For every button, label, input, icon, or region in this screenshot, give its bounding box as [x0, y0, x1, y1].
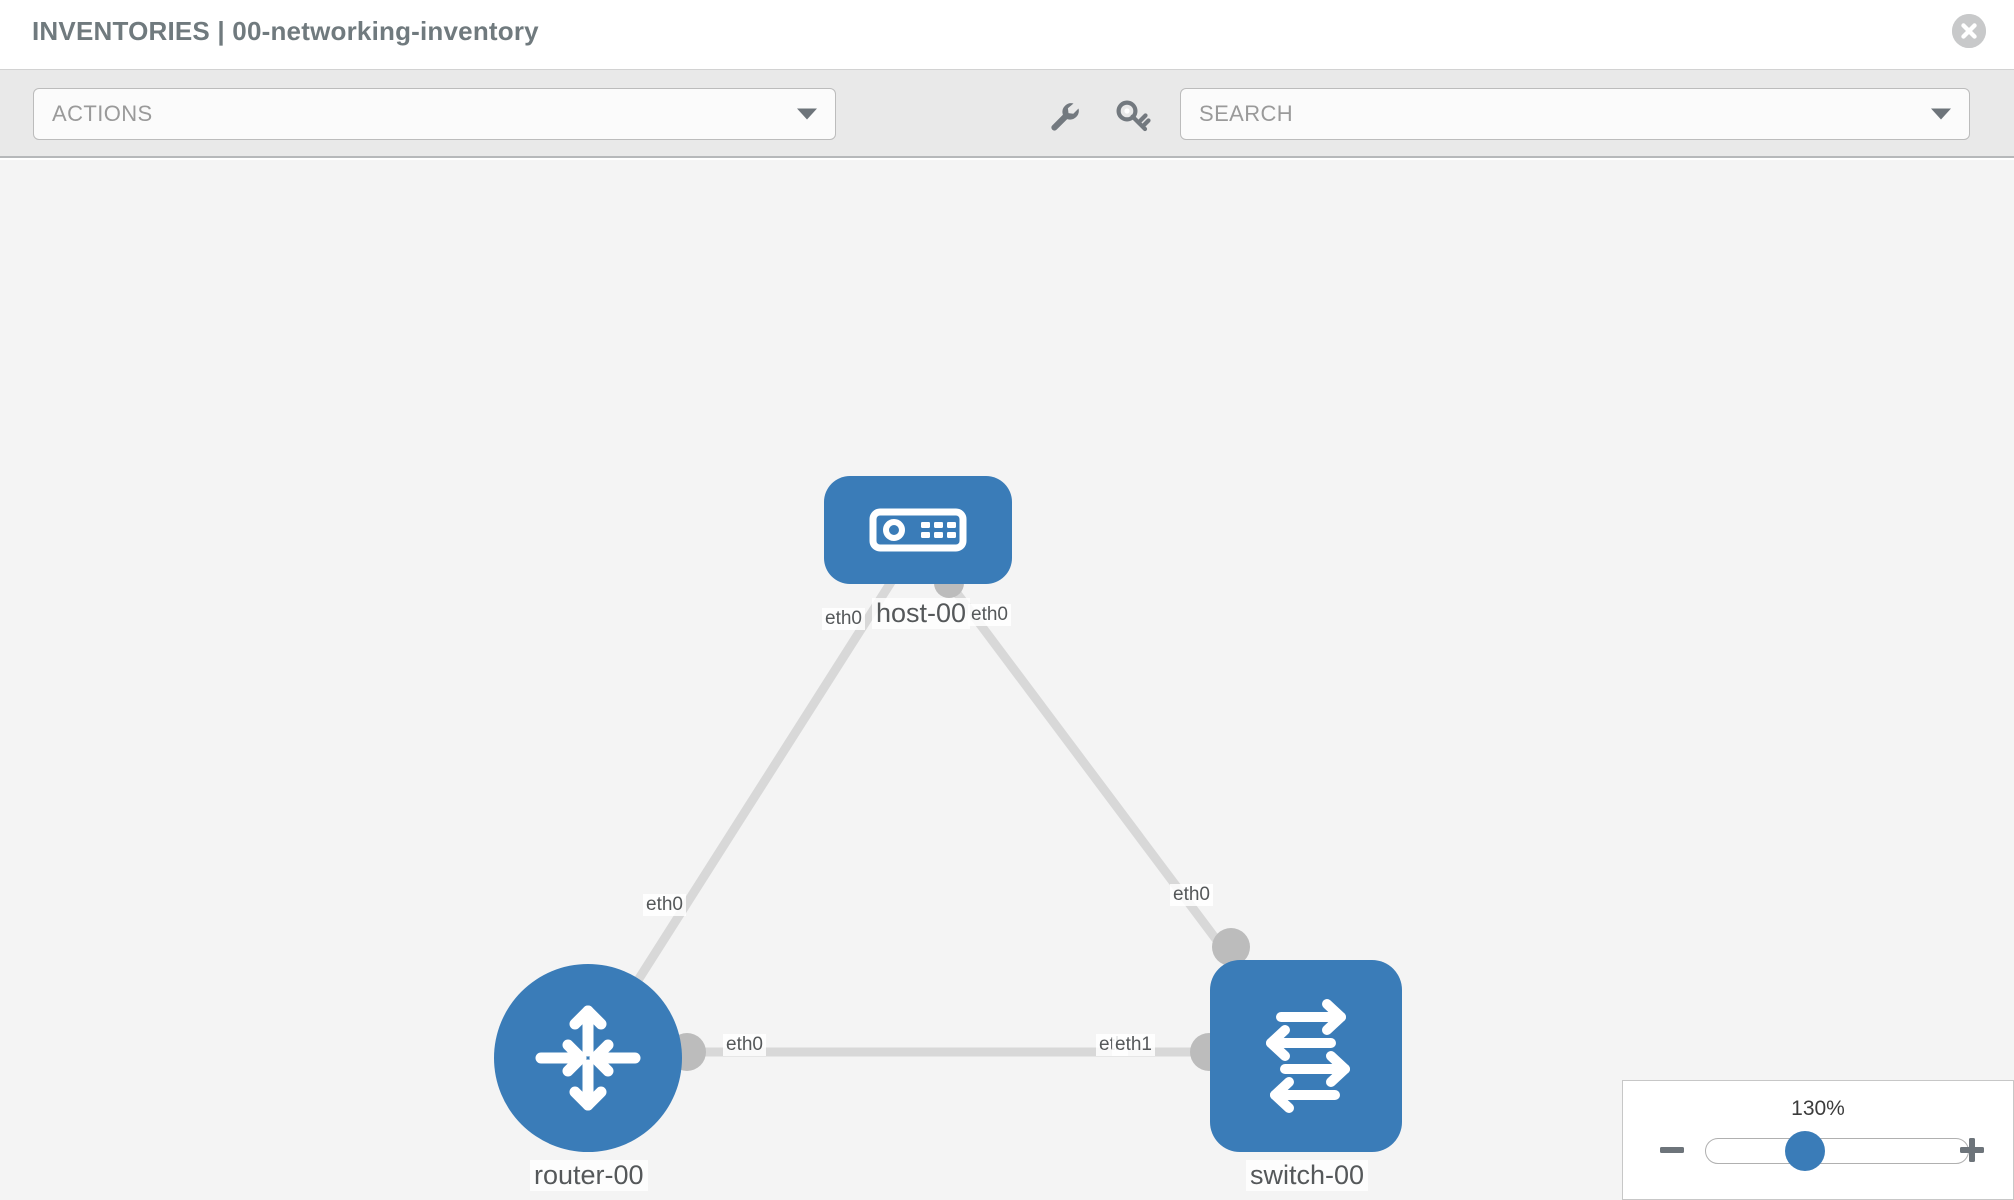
- iface-label-router-up: eth0: [643, 894, 686, 916]
- page-header: INVENTORIES | 00-networking-inventory: [0, 0, 2014, 69]
- iface-label-host-right: eth0: [968, 604, 1011, 626]
- topology-canvas[interactable]: host-00: [0, 160, 2014, 1200]
- iface-label-switch-left-b: eth1: [1112, 1034, 1155, 1056]
- iface-label-host-left: eth0: [822, 608, 865, 630]
- chevron-down-icon: [1931, 108, 1951, 120]
- wrench-icon[interactable]: [1044, 96, 1084, 136]
- router-node-shape[interactable]: [494, 964, 682, 1152]
- iface-label-switch-up: eth0: [1170, 884, 1213, 906]
- router-node-label: router-00: [530, 1160, 648, 1191]
- search-input[interactable]: SEARCH: [1180, 88, 1970, 140]
- host-node-shape[interactable]: [824, 476, 1012, 584]
- close-icon[interactable]: [1952, 14, 1986, 48]
- zoom-slider-thumb[interactable]: [1785, 1131, 1825, 1171]
- zoom-in-button[interactable]: [1957, 1135, 1987, 1165]
- zoom-control-panel: 130%: [1622, 1080, 2014, 1200]
- search-placeholder-label: SEARCH: [1199, 101, 1294, 126]
- actions-dropdown-label: ACTIONS: [52, 101, 153, 126]
- link-router-host[interactable]: [596, 565, 904, 1043]
- zoom-slider-track[interactable]: [1705, 1138, 1969, 1164]
- server-icon: [869, 508, 967, 552]
- iface-label-router-right: eth0: [723, 1034, 766, 1056]
- switch-arrows-icon: [1266, 999, 1350, 1113]
- endpoint-switch-eth0[interactable]: [1212, 928, 1250, 966]
- chevron-down-icon: [797, 108, 817, 120]
- zoom-level-value: 130%: [1791, 1097, 1845, 1120]
- actions-dropdown[interactable]: ACTIONS: [33, 88, 836, 140]
- switch-node-label: switch-00: [1246, 1160, 1369, 1191]
- zoom-out-button[interactable]: [1657, 1135, 1687, 1165]
- router-arrows-icon: [535, 1005, 641, 1111]
- key-icon[interactable]: [1113, 96, 1153, 136]
- topology-links-layer: [596, 565, 1294, 1057]
- host-node-label: host-00: [872, 598, 971, 629]
- switch-node-shape[interactable]: [1210, 960, 1402, 1152]
- toolbar: ACTIONS SEARCH: [0, 69, 2014, 158]
- page-title: INVENTORIES | 00-networking-inventory: [32, 16, 539, 46]
